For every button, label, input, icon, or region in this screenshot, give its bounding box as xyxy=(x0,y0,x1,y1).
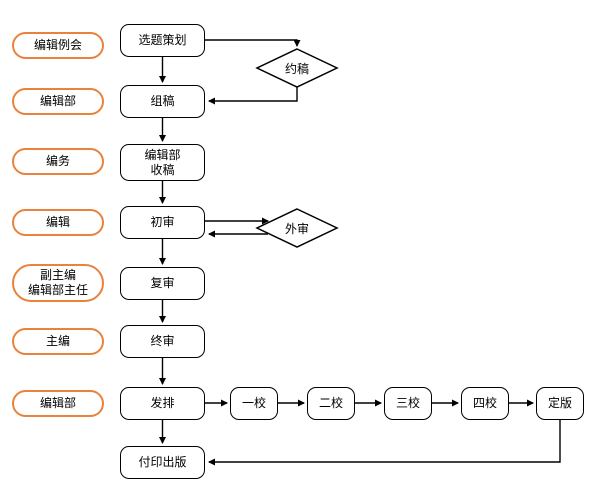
role-editorial-department-2: 编辑部 xyxy=(12,390,104,417)
step-first-review: 初审 xyxy=(120,206,205,239)
role-editorial-affairs: 编务 xyxy=(12,148,104,175)
step-final-review: 终审 xyxy=(120,325,205,358)
step-proof-2: 二校 xyxy=(307,387,355,420)
role-editorial-department: 编辑部 xyxy=(12,88,104,115)
role-deputy-chief-director: 副主编 编辑部主任 xyxy=(12,264,104,302)
step-typeset: 发排 xyxy=(120,387,205,420)
decision-commission-label: 约稿 xyxy=(284,61,309,76)
step-proof-1: 一校 xyxy=(230,387,278,420)
role-editor: 编辑 xyxy=(12,209,104,236)
step-proof-4: 四校 xyxy=(461,387,509,420)
step-print-publish: 付印出版 xyxy=(120,446,205,479)
arrow-commission-to-solicit xyxy=(208,87,298,105)
step-proof-3: 三校 xyxy=(384,387,432,420)
decision-external-review-shape xyxy=(255,208,339,248)
decision-commission-shape xyxy=(255,48,339,88)
step-receive-manuscripts: 编辑部 收稿 xyxy=(120,144,205,181)
step-solicit-manuscripts: 组稿 xyxy=(120,85,205,118)
decision-external-review-label: 外审 xyxy=(284,221,309,236)
arrow-topic-to-commission xyxy=(205,39,301,47)
step-final-version: 定版 xyxy=(536,387,584,420)
step-topic-planning: 选题策划 xyxy=(120,24,205,57)
arrow-finalversion-to-publish xyxy=(208,420,561,466)
step-second-review: 复审 xyxy=(120,267,205,300)
role-editor-in-chief: 主编 xyxy=(12,328,104,355)
role-editorial-meeting: 编辑例会 xyxy=(12,32,104,59)
